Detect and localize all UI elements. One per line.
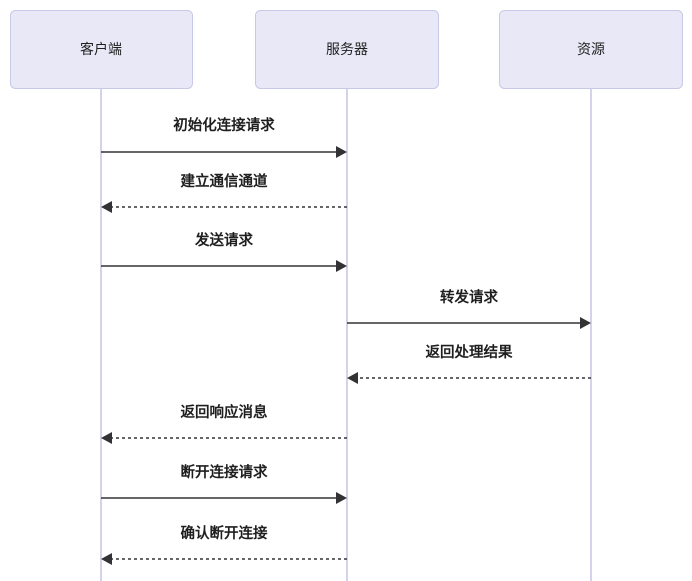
message-4[interactable]: 转发请求 [347, 288, 591, 329]
message-arrowhead-1 [336, 146, 347, 158]
message-arrowhead-7 [336, 492, 347, 504]
message-label-1: 初始化连接请求 [173, 116, 275, 134]
participant-resource[interactable]: 资源 [499, 10, 683, 89]
participant-box-server [255, 10, 439, 89]
message-label-7: 断开连接请求 [181, 463, 268, 481]
message-arrowhead-6 [101, 432, 112, 444]
message-label-8: 确认断开连接 [181, 524, 268, 542]
message-arrowhead-2 [101, 201, 112, 213]
message-arrowhead-3 [336, 260, 347, 272]
message-label-5: 返回处理结果 [426, 343, 513, 361]
message-1[interactable]: 初始化连接请求 [101, 116, 347, 158]
lifelines-layer [100, 88, 592, 581]
participant-box-resource [499, 10, 683, 89]
participant-label-client: 客户端 [80, 41, 122, 58]
message-arrowhead-8 [101, 553, 112, 565]
message-6[interactable]: 返回响应消息 [101, 403, 347, 444]
message-label-3: 发送请求 [194, 231, 253, 249]
participant-server[interactable]: 服务器 [255, 10, 439, 89]
message-8[interactable]: 确认断开连接 [101, 524, 347, 565]
participant-label-server: 服务器 [326, 42, 368, 58]
message-arrowhead-5 [347, 372, 358, 384]
message-7[interactable]: 断开连接请求 [101, 463, 347, 504]
message-5[interactable]: 返回处理结果 [347, 343, 591, 384]
message-label-2: 建立通信通道 [181, 172, 268, 190]
participant-client[interactable]: 客户端 [10, 10, 193, 89]
message-label-4: 转发请求 [440, 288, 498, 306]
participant-label-resource: 资源 [577, 42, 605, 58]
message-arrowhead-4 [580, 317, 591, 329]
message-3[interactable]: 发送请求 [101, 231, 347, 272]
participants-layer: 客户端 服务器 资源 [10, 10, 683, 89]
participant-box-client [10, 10, 193, 89]
message-2[interactable]: 建立通信通道 [101, 172, 347, 213]
message-label-6: 返回响应消息 [181, 403, 268, 421]
messages-layer: 初始化连接请求建立通信通道发送请求转发请求返回处理结果返回响应消息断开连接请求确… [101, 116, 591, 565]
